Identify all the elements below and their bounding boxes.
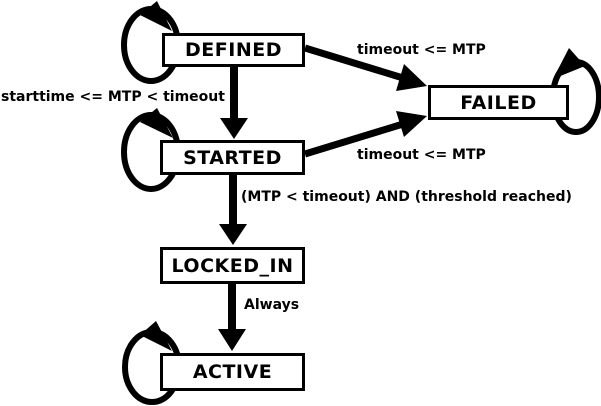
edge-defined-to-failed-arrow — [303, 44, 427, 91]
state-started-label: STARTED — [183, 146, 282, 169]
edge-defined-to-started-arrowhead-icon — [220, 118, 248, 139]
edge-label-locked-in-to-active: Always — [244, 297, 300, 313]
state-locked-in-label: LOCKED_IN — [171, 254, 294, 277]
edge-defined-to-started-arrow — [220, 66, 248, 139]
state-active-label: ACTIVE — [192, 361, 273, 383]
edge-started-to-failed-line — [303, 120, 405, 158]
edge-locked-in-to-active-arrow — [218, 283, 246, 351]
state-failed: FAILED — [428, 85, 569, 120]
edge-started-to-locked-in-arrow — [219, 174, 247, 245]
state-defined: DEFINED — [162, 33, 305, 67]
edge-locked-in-to-active-arrowhead-icon — [218, 329, 246, 351]
edge-started-to-failed-arrow — [303, 111, 427, 158]
self-loop-active-arrowhead-icon — [140, 321, 172, 351]
edge-started-to-failed-arrowhead-icon — [396, 111, 427, 137]
state-started: STARTED — [160, 140, 305, 175]
edge-label-defined-to-failed: timeout <= MTP — [357, 42, 486, 58]
self-loop-failed-arrowhead-icon — [553, 48, 585, 79]
edge-defined-to-failed-line — [303, 44, 405, 82]
state-active: ACTIVE — [160, 353, 305, 391]
state-failed-label: FAILED — [460, 91, 537, 114]
edge-started-to-locked-in-arrowhead-icon — [219, 224, 247, 245]
edge-label-defined-to-started: starttime <= MTP < timeout — [1, 89, 225, 105]
state-defined-label: DEFINED — [185, 39, 282, 61]
self-loop-defined-arrowhead-icon — [140, 1, 172, 31]
edge-label-started-to-locked-in: (MTP < timeout) AND (threshold reached) — [241, 189, 572, 205]
edge-label-started-to-failed: timeout <= MTP — [357, 147, 486, 163]
state-locked-in: LOCKED_IN — [160, 247, 305, 284]
edge-defined-to-failed-arrowhead-icon — [396, 64, 427, 91]
self-loop-started-arrowhead-icon — [140, 108, 173, 138]
